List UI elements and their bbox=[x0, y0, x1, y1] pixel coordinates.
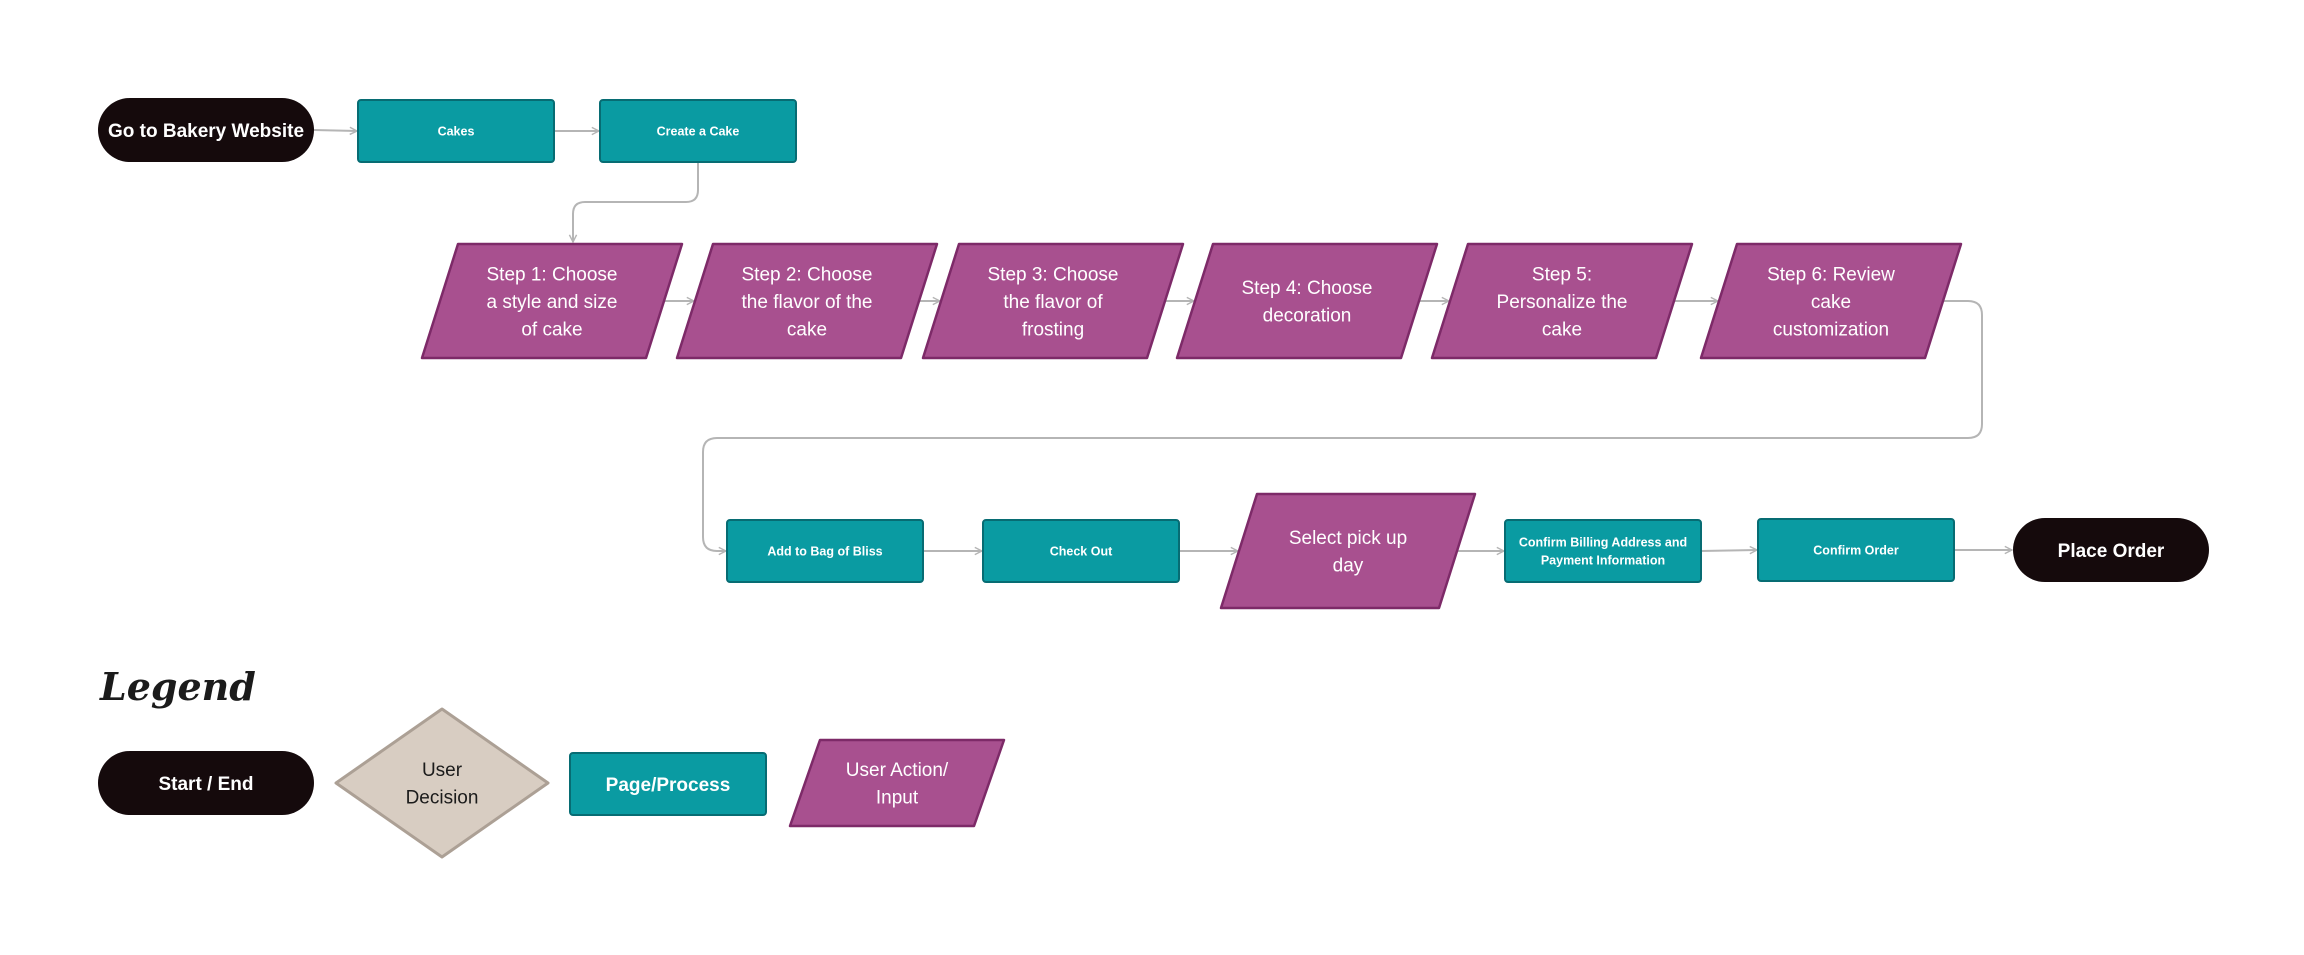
node-pickup-label-line: day bbox=[1333, 556, 1364, 577]
node-pickup-label-line: Select pick up bbox=[1289, 528, 1407, 549]
node-checkout-label-line: Check Out bbox=[1050, 545, 1113, 559]
node-step3-label-line: Step 3: Choose bbox=[988, 264, 1119, 285]
node-step3-shape bbox=[921, 242, 1185, 360]
node-step1-label-line: a style and size bbox=[487, 292, 618, 313]
node-confirm-shape bbox=[1757, 518, 1955, 582]
node-step3-label-line: frosting bbox=[1022, 319, 1084, 340]
node-start-label-line: Go to Bakery Website bbox=[108, 121, 304, 142]
node-step4-shape bbox=[1175, 242, 1439, 360]
node-step4[interactable]: Step 4: Choose decoration bbox=[1175, 242, 1439, 360]
node-step6-label-line: cake bbox=[1811, 292, 1851, 313]
legend-action-label-line: User Action/ bbox=[846, 760, 949, 781]
node-step1[interactable]: Step 1: Choose a style and size of cake bbox=[420, 242, 684, 360]
node-checkout-shape bbox=[982, 519, 1180, 583]
node-step2-shape bbox=[675, 242, 939, 360]
node-cakes-label-line: Cakes bbox=[438, 125, 475, 139]
node-cakes-shape bbox=[357, 99, 555, 163]
node-step5-label-line: cake bbox=[1542, 319, 1582, 340]
node-bag-shape bbox=[726, 519, 924, 583]
node-step6-label-line: customization bbox=[1773, 319, 1889, 340]
node-step2-label-line: the flavor of the bbox=[742, 292, 873, 313]
connector-step6-bag bbox=[702, 300, 1983, 551]
legend-action-label-line: Input bbox=[876, 788, 919, 809]
node-confirm[interactable]: Confirm Order bbox=[1757, 518, 1955, 582]
node-step6-label-line: Step 6: Review bbox=[1767, 264, 1895, 285]
node-create-label-line: Create a Cake bbox=[657, 125, 740, 139]
legend-process-shape bbox=[569, 752, 767, 816]
node-place[interactable]: Place Order bbox=[2013, 518, 2209, 582]
flow-nodes: Go to Bakery Website Cakes Create a CakeSt… bbox=[98, 98, 2209, 610]
connector-billing-confirm bbox=[1700, 550, 1757, 551]
node-step5-label-line: Step 5: bbox=[1532, 264, 1592, 285]
node-bag[interactable]: Add to Bag of Bliss bbox=[726, 519, 924, 583]
node-pickup[interactable]: Select pick up day bbox=[1219, 492, 1477, 610]
node-step6-shape bbox=[1699, 242, 1963, 360]
legend-terminal-shape bbox=[98, 751, 314, 815]
node-step3[interactable]: Step 3: Choose the flavor of frosting bbox=[921, 242, 1185, 360]
node-step2-label-line: Step 2: Choose bbox=[742, 264, 873, 285]
node-bag-label-line: Add to Bag of Bliss bbox=[767, 545, 882, 559]
node-step6[interactable]: Step 6: Review cake customization bbox=[1699, 242, 1963, 360]
legend-decision-shape bbox=[334, 707, 550, 859]
node-step1-label-line: of cake bbox=[521, 319, 582, 340]
node-billing-shape bbox=[1504, 519, 1702, 583]
legend-decision-label-line: User bbox=[422, 760, 463, 781]
node-create-shape bbox=[599, 99, 797, 163]
legend-decision-label-line: Decision bbox=[406, 788, 479, 809]
node-checkout[interactable]: Check Out bbox=[982, 519, 1180, 583]
legend-item-process: Page/Process bbox=[569, 752, 767, 816]
legend-item-action: User Action/Input bbox=[788, 738, 1006, 828]
node-start[interactable]: Go to Bakery Website bbox=[98, 98, 314, 162]
connectors bbox=[313, 130, 2012, 551]
node-cakes[interactable]: Cakes bbox=[357, 99, 555, 163]
node-step2-label-line: cake bbox=[787, 319, 827, 340]
legend-terminal-label-line: Start / End bbox=[158, 774, 253, 795]
node-step5-label-line: Personalize the bbox=[1497, 292, 1628, 313]
node-step5-shape bbox=[1430, 242, 1694, 360]
node-billing-label-line: Confirm Billing Address and bbox=[1519, 536, 1687, 550]
node-step1-shape bbox=[420, 242, 684, 360]
node-step4-label-line: decoration bbox=[1263, 306, 1352, 327]
node-pickup-shape bbox=[1219, 492, 1477, 610]
node-step2[interactable]: Step 2: Choose the flavor of the cake bbox=[675, 242, 939, 360]
node-place-shape bbox=[2013, 518, 2209, 582]
legend-process-label-line: Page/Process bbox=[606, 775, 731, 796]
node-step5[interactable]: Step 5: Personalize the cake bbox=[1430, 242, 1694, 360]
node-place-label-line: Place Order bbox=[2058, 541, 2165, 562]
node-billing-label-line: Payment Information bbox=[1541, 554, 1665, 568]
legend-title: Legend bbox=[99, 664, 256, 709]
node-step1-label-line: Step 1: Choose bbox=[487, 264, 618, 285]
connector-start-cakes bbox=[313, 130, 357, 131]
connector-create-step1 bbox=[573, 162, 699, 242]
node-step3-label-line: the flavor of bbox=[1003, 292, 1103, 313]
node-start-shape bbox=[98, 98, 314, 162]
legend-item-terminal: Start / End bbox=[98, 751, 314, 815]
node-create[interactable]: Create a Cake bbox=[599, 99, 797, 163]
legend-action-shape bbox=[788, 738, 1006, 828]
node-confirm-label-line: Confirm Order bbox=[1813, 544, 1899, 558]
node-step4-label-line: Step 4: Choose bbox=[1242, 278, 1373, 299]
